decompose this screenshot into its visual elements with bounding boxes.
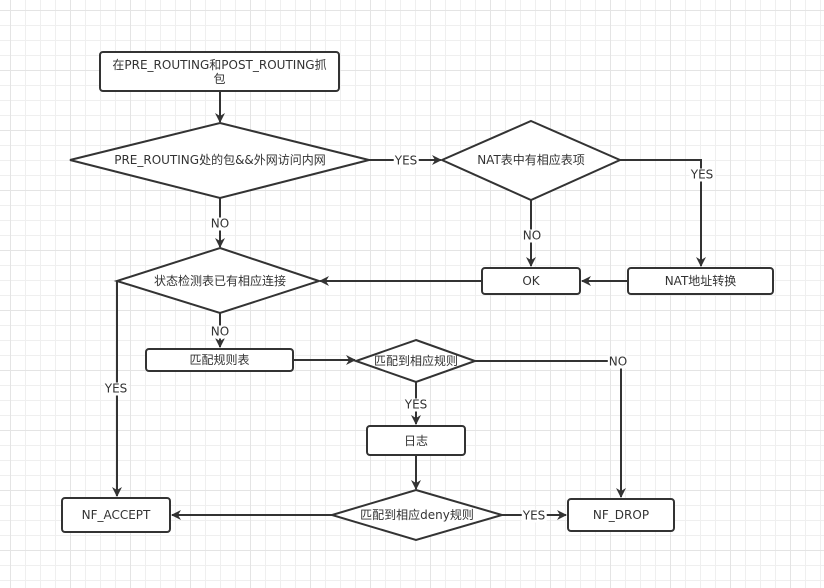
edge-nat-yes <box>620 159 706 267</box>
nf-drop-label: NF_DROP <box>592 508 650 522</box>
edge-label-deny-yes: YES <box>521 508 547 523</box>
edge-label-state-no: NO <box>209 324 231 339</box>
edge-label-prerouting-yes: YES <box>393 153 419 168</box>
edge-match-no <box>475 360 626 498</box>
decision-deny-shape[interactable] <box>328 488 506 542</box>
nf-accept-label: NF_ACCEPT <box>81 508 151 522</box>
log-label: 日志 <box>403 433 428 448</box>
decision-nat-text: NAT表中有相应表项 <box>450 150 612 170</box>
nf-drop-box[interactable]: NF_DROP <box>567 498 675 532</box>
log-box[interactable]: 日志 <box>366 425 466 456</box>
decision-deny-text: 匹配到相应deny规则 <box>340 505 494 525</box>
edge-label-nat-no: NO <box>521 228 543 243</box>
edge-label-state-yes: YES <box>103 381 129 396</box>
capture-label: 在PRE_ROUTING和POST_ROUTING抓包 <box>112 57 327 86</box>
nat-translate-box[interactable]: NAT地址转换 <box>627 267 774 295</box>
capture-box[interactable]: 在PRE_ROUTING和POST_ROUTING抓包 <box>99 51 340 92</box>
nat-translate-label: NAT地址转换 <box>664 274 737 288</box>
decision-match-rule-label: 匹配到相应规则 <box>373 354 458 368</box>
decision-prerouting-text: PRE_ROUTING处的包&&外网访问内网 <box>80 150 360 170</box>
decision-prerouting-label: PRE_ROUTING处的包&&外网访问内网 <box>114 153 326 167</box>
edge-label-match-no: NO <box>607 354 629 369</box>
decision-nat-label: NAT表中有相应表项 <box>477 153 585 167</box>
decision-state-label: 状态检测表已有相应连接 <box>153 274 286 288</box>
edge-label-prerouting-no: NO <box>209 216 231 231</box>
nf-accept-box[interactable]: NF_ACCEPT <box>61 497 171 533</box>
match-rules-table-label: 匹配规则表 <box>189 353 250 367</box>
ok-box[interactable]: OK <box>481 267 581 295</box>
ok-label: OK <box>522 274 540 288</box>
decision-state-text: 状态检测表已有相应连接 <box>125 271 315 291</box>
edge-label-nat-yes: YES <box>689 167 715 182</box>
decision-deny-label: 匹配到相应deny规则 <box>360 508 474 522</box>
match-rules-table-box[interactable]: 匹配规则表 <box>145 348 294 372</box>
edge-label-match-yes: YES <box>403 397 429 412</box>
decision-match-rule-text: 匹配到相应规则 <box>360 351 472 371</box>
